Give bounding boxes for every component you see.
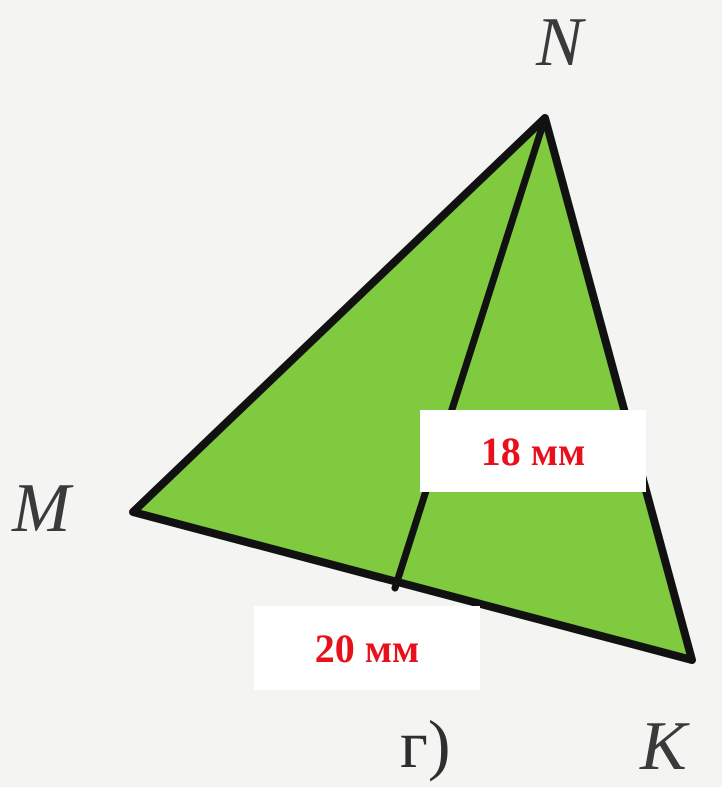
height-segment	[391, 114, 549, 592]
base-measure-box: 20 мм	[254, 606, 480, 690]
subfigure-label: г)	[400, 706, 451, 782]
vertex-label-k: K	[640, 708, 687, 785]
vertex-label-n: N	[536, 4, 583, 81]
base-measure-text: 20 мм	[314, 625, 420, 671]
height-measure-text: 18 мм	[480, 428, 586, 474]
vertex-label-m: M	[12, 470, 71, 547]
height-measure-box: 18 мм	[420, 410, 646, 492]
triangle-mnk	[129, 114, 696, 664]
